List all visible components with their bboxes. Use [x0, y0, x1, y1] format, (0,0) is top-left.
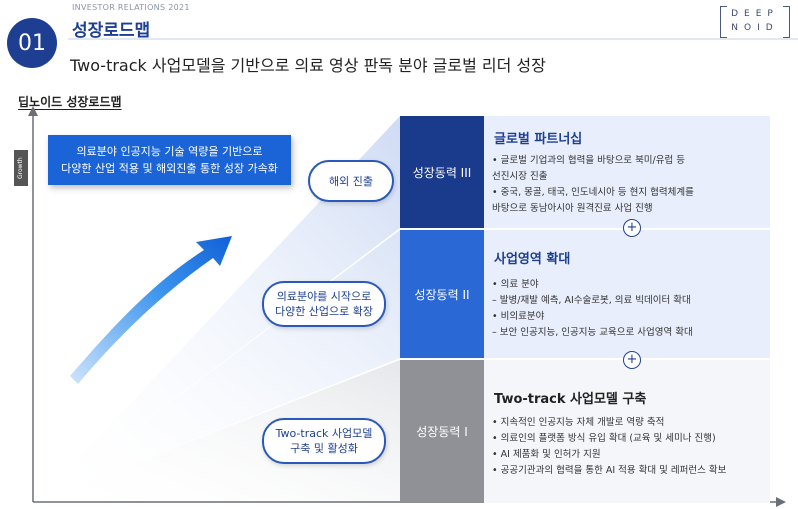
tier-label-1: 성장동력 I: [400, 360, 484, 503]
panel-line: • 글로벌 기업과의 협력을 바탕으로 북미/유럽 등: [492, 155, 685, 166]
stage-pill-text: 구축 및 활성화: [290, 442, 358, 455]
growth-wedge-3: [40, 116, 400, 500]
callout-line-1: 의료분야 인공지능 기술 역량을 기반으로: [76, 145, 263, 158]
tier-panel-business-expansion: 사업영역 확대 • 의료 분야 – 발병/재발 예측, AI수술로봇, 의료 빅…: [484, 230, 770, 358]
header-divider: [68, 38, 798, 40]
panel-title: Two-track 사업모델 구축: [494, 392, 647, 407]
panel-line: • 지속적인 인공지능 자체 개발로 역량 축적: [492, 417, 665, 428]
panel-line: – 발병/재발 예측, AI수술로봇, 의료 빅데이터 확대: [492, 295, 691, 306]
stage-pill-overseas: 해외 진출: [308, 160, 394, 202]
logo-text-bottom: NOID: [731, 23, 779, 33]
x-axis-arrowhead: [776, 497, 786, 507]
growth-arrow: [70, 236, 232, 384]
panel-line: • 비의료분야: [492, 311, 545, 322]
ir-label: INVESTOR RELATIONS 2021: [72, 3, 190, 12]
page-subtitle: Two-track 사업모델을 기반으로 의료 영상 판독 분야 글로벌 리더 …: [70, 56, 546, 75]
growth-wedge-1: [40, 360, 400, 503]
y-axis-label: Growth: [14, 150, 28, 186]
growth-callout-box: 의료분야 인공지능 기술 역량을 기반으로 다양한 산업 적용 및 해외진출 통…: [48, 135, 291, 185]
plus-icon: +: [623, 351, 641, 369]
roadmap-label: 딥노이드 성장로드맵: [18, 95, 122, 109]
panel-line: – 보안 인공지능, 인공지능 교육으로 사업영역 확대: [492, 327, 693, 338]
tier-panel-global-partnership: 글로벌 파트너십 • 글로벌 기업과의 협력을 바탕으로 북미/유럽 등 선진시…: [484, 116, 770, 228]
tier-label-2: 성장동력 II: [400, 230, 484, 358]
stage-pill-two-track: Two-track 사업모델 구축 및 활성화: [262, 418, 386, 464]
section-number-badge: 01: [7, 18, 57, 68]
tier-label-3: 성장동력 III: [400, 116, 484, 228]
stage-pill-text: 다양한 산업으로 확장: [274, 305, 374, 318]
callout-line-2: 다양한 산업 적용 및 해외진출 통한 성장 가속화: [61, 162, 278, 175]
panel-title: 글로벌 파트너십: [494, 132, 583, 147]
panel-line: • AI 제품화 및 인허가 지원: [492, 449, 601, 460]
stage-pill-text: 해외 진출: [329, 174, 373, 188]
company-logo: DEEP NOID: [720, 6, 790, 40]
panel-title: 사업영역 확대: [494, 252, 571, 267]
panel-line: 바탕으로 동남아시아 원격진료 사업 진행: [492, 203, 653, 214]
panel-line: 선진시장 진출: [492, 171, 548, 182]
tier-panel-two-track: Two-track 사업모델 구축 • 지속적인 인공지능 자체 개발로 역량 …: [484, 360, 770, 503]
y-axis-arrowhead: [28, 106, 38, 116]
panel-line: • 중국, 몽골, 태국, 인도네시아 등 현지 협력체계를: [492, 187, 694, 198]
stage-pill-text: Two-track 사업모델: [275, 427, 373, 440]
panel-line: • 공공기관과의 협력을 통한 AI 적용 확대 및 레퍼런스 확보: [492, 465, 727, 476]
stage-pill-text: 의료분야를 시작으로: [276, 290, 372, 303]
logo-text-top: DEEP: [731, 9, 779, 19]
logo-bracket-right: [783, 6, 790, 38]
panel-line: • 의료 분야: [492, 279, 539, 290]
stage-pill-expansion: 의료분야를 시작으로 다양한 산업으로 확장: [262, 281, 386, 327]
section-title: 성장로드맵: [72, 21, 151, 41]
panel-line: • 의료인의 플랫폼 방식 유입 확대 (교육 및 세미나 진행): [492, 433, 716, 444]
plus-icon: +: [623, 219, 641, 237]
logo-bracket-left: [720, 6, 727, 38]
